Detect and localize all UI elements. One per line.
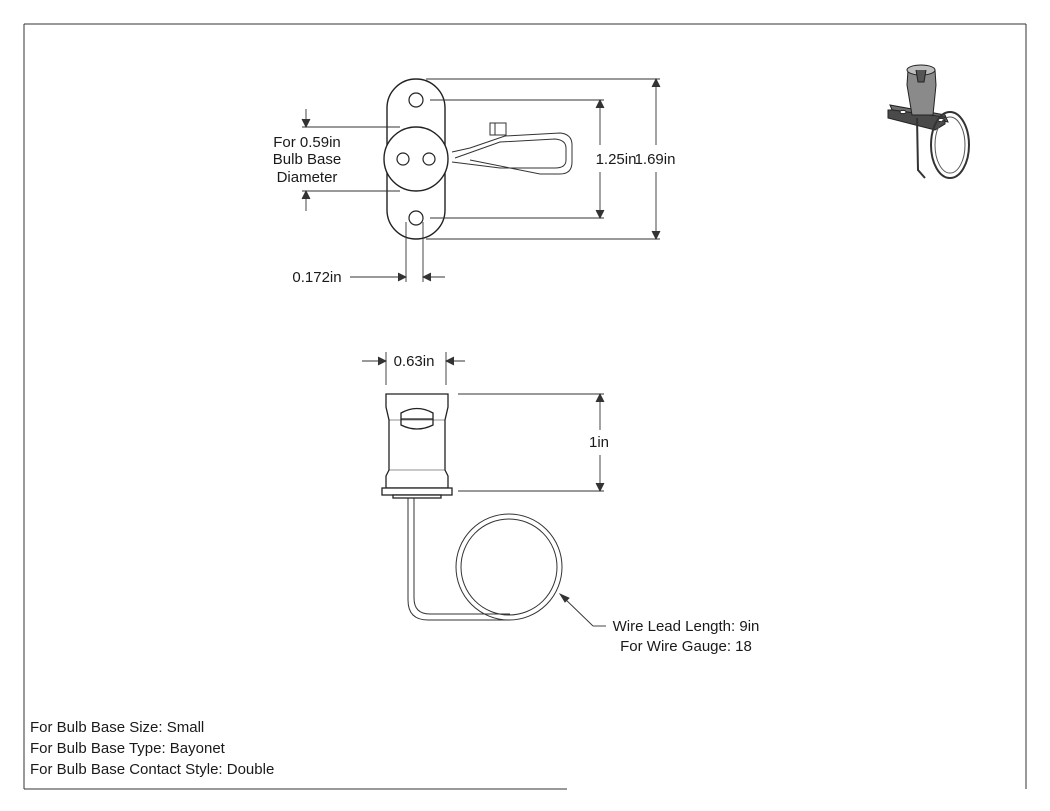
spec-bulb-base-type: For Bulb Base Type: Bayonet [30, 740, 225, 757]
hole-spacing-label: 1.25in [596, 151, 637, 168]
dim-bulb-base-diameter [301, 109, 400, 211]
top-view: 1.25in 1.69in For 0.59in Bulb Base Diame… [273, 77, 676, 286]
side-view-socket [381, 393, 453, 499]
spec-bulb-base-size: For Bulb Base Size: Small [30, 719, 205, 736]
side-view: 0.63in 1in Wire Lead Length: 9in For Wir… [362, 352, 759, 655]
socket-width-label: 0.63in [394, 353, 435, 370]
hole-diameter-label: 0.172in [292, 269, 341, 286]
top-view-lower-hole [408, 210, 424, 226]
top-view-contact-left [396, 152, 410, 166]
dim-overall-length [426, 77, 661, 241]
dim-socket-height [458, 392, 605, 493]
sheet-border [23, 23, 1027, 790]
top-view-upper-hole [408, 92, 424, 108]
dim-socket-width [362, 352, 465, 385]
spec-list: For Bulb Base Size: Small For Bulb Base … [0, 717, 600, 787]
spec-bulb-base-contact-style: For Bulb Base Contact Style: Double [30, 761, 275, 778]
dim-hole-spacing [430, 98, 605, 220]
wire-note-line-1: Wire Lead Length: 9in [613, 618, 760, 635]
side-view-wire [407, 497, 563, 621]
wire-note-line-2: For Wire Gauge: 18 [620, 638, 752, 655]
bulb-base-note-line-2: Bulb Base [273, 151, 341, 168]
top-view-wire-loop [451, 122, 573, 175]
isometric-view [887, 64, 970, 179]
socket-height-label: 1in [589, 434, 609, 451]
top-view-socket [383, 126, 449, 192]
wire-note-leader [558, 592, 606, 627]
dim-hole-diameter [350, 222, 445, 282]
top-view-contact-right [422, 152, 436, 166]
overall-length-label: 1.69in [635, 151, 676, 168]
bulb-base-note-line-1: For 0.59in [273, 134, 341, 151]
bulb-base-note-line-3: Diameter [277, 169, 338, 186]
